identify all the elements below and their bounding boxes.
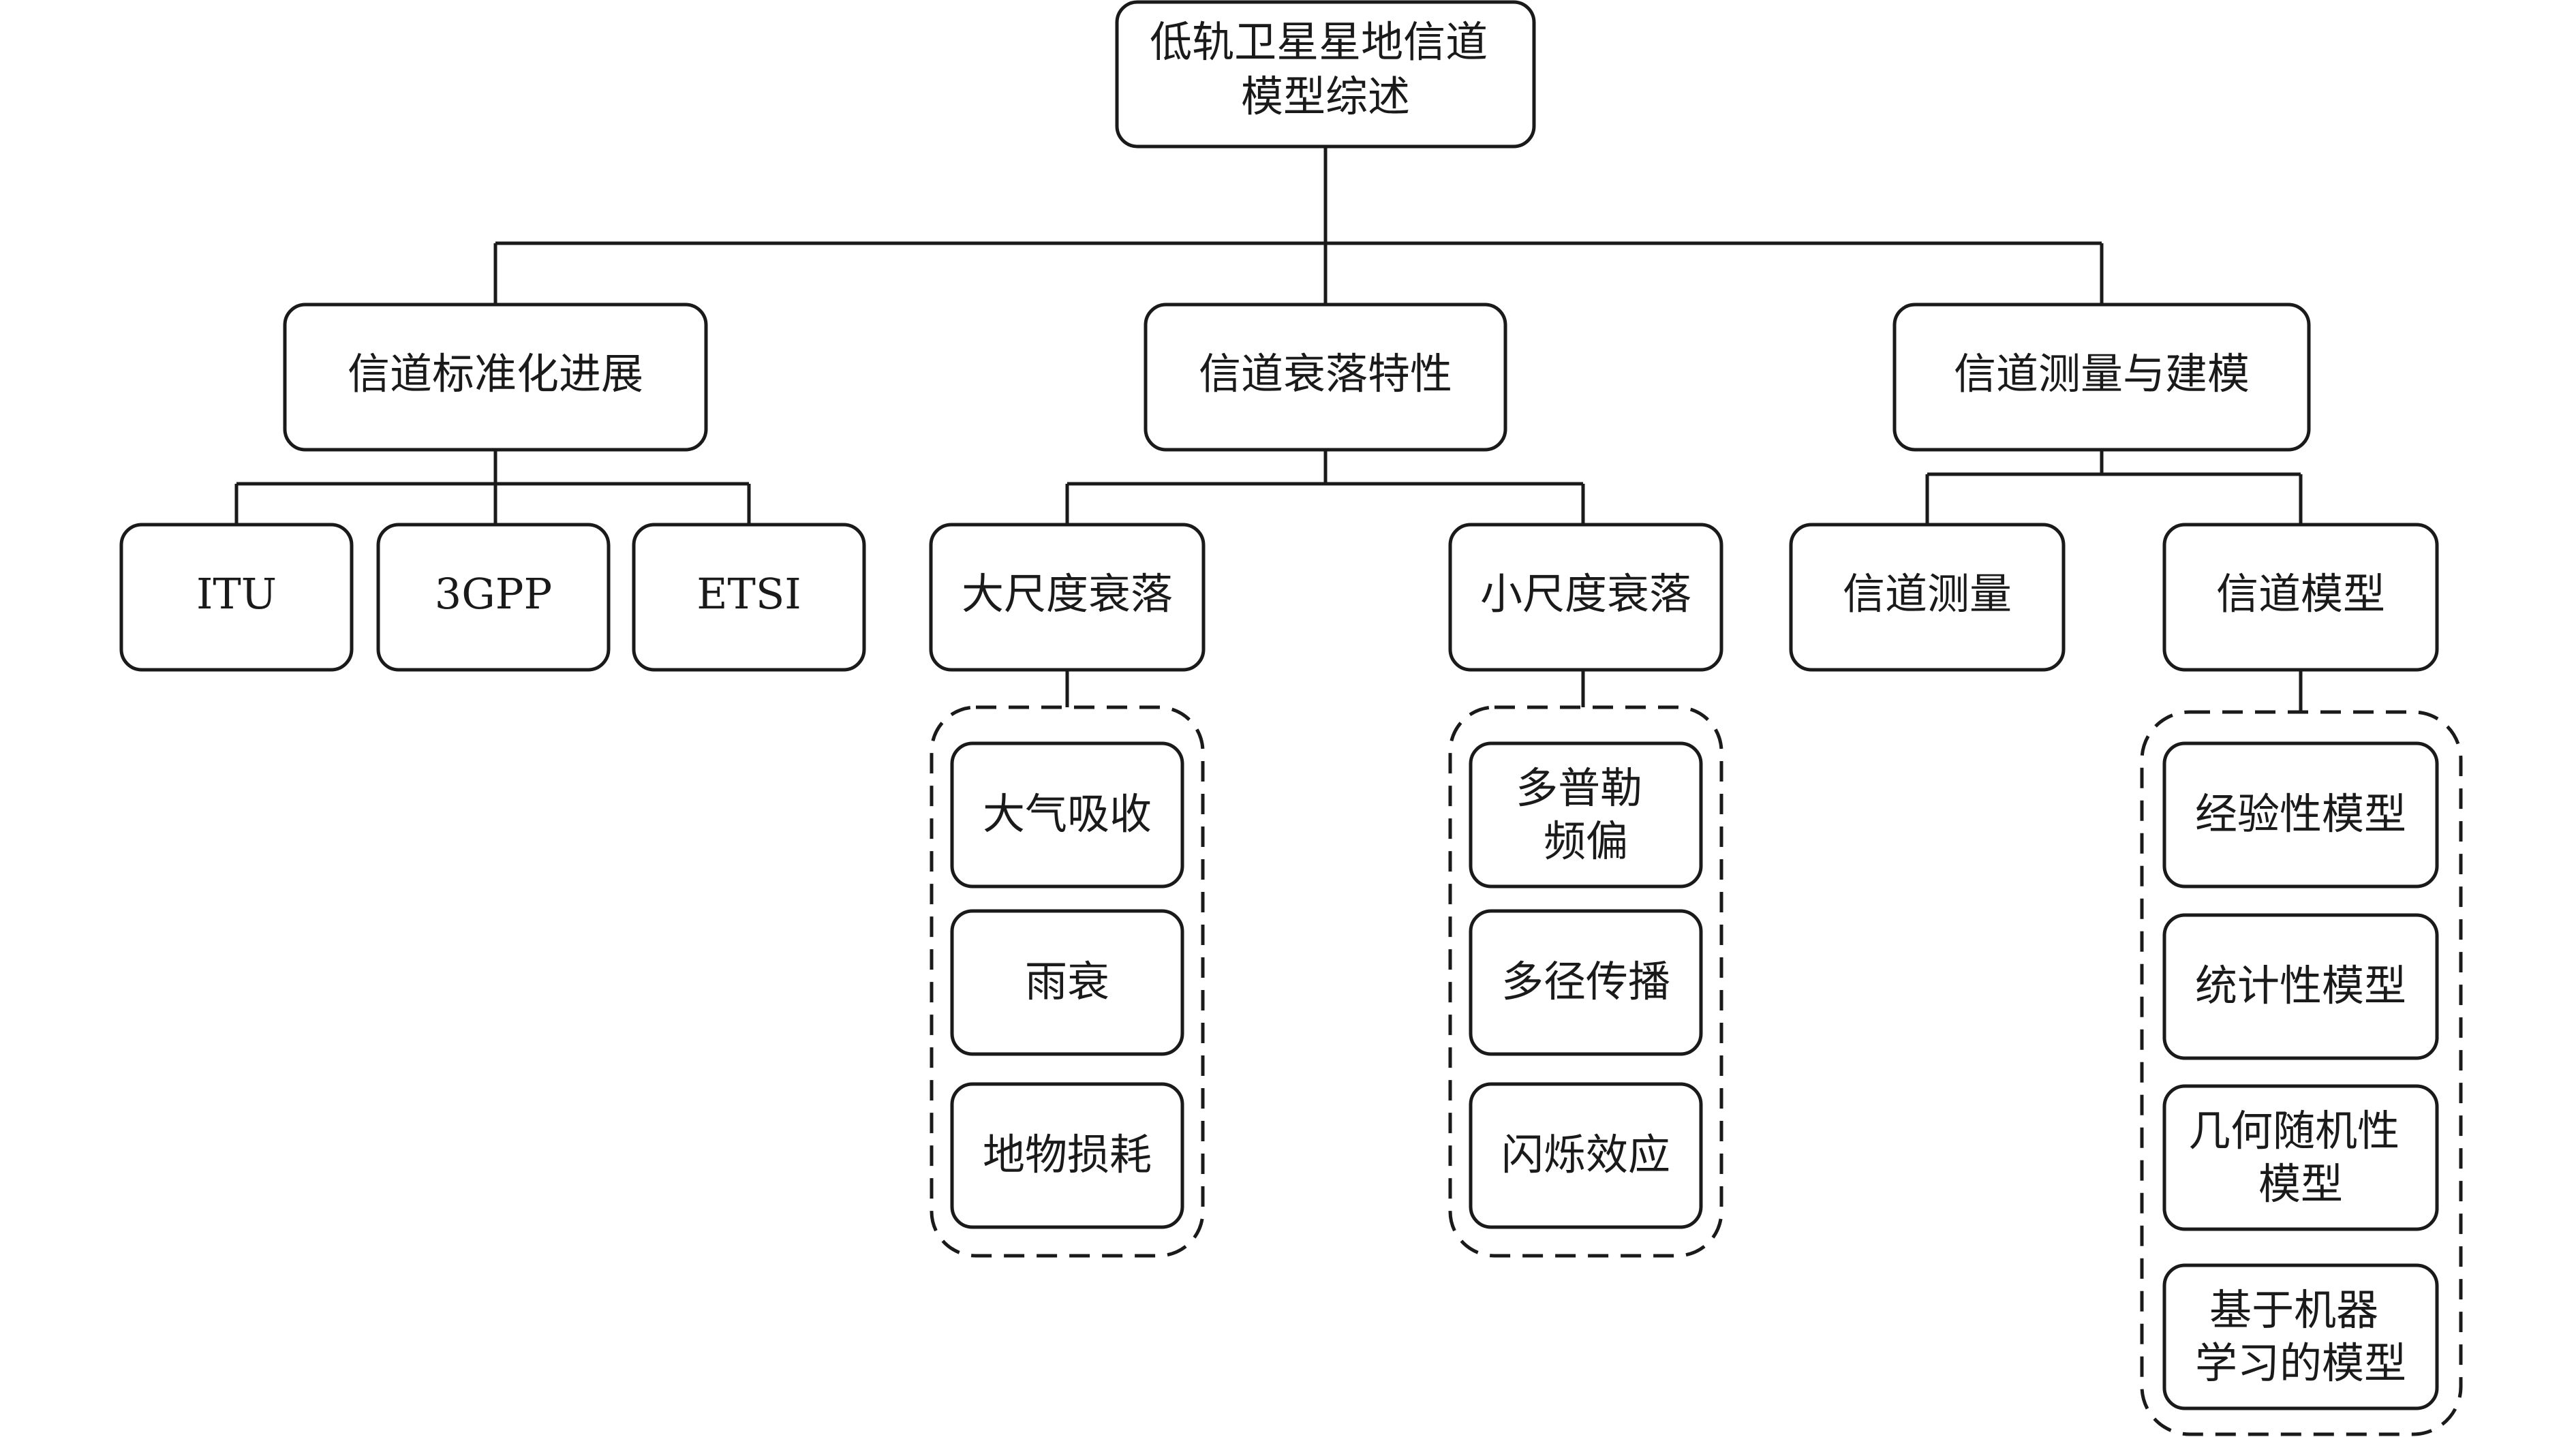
item-node-ml: 基于机器 学习的模型 (2162, 1263, 2439, 1410)
item-label-geometric-line-2: 模型 (2258, 1159, 2343, 1209)
item-label-atmospheric: 大气吸收 (983, 789, 1152, 839)
leaf-label-itu: ITU (196, 569, 277, 619)
item-label-geometric-line-1: 几何随机性 (2188, 1106, 2399, 1156)
item-node-terrain: 地物损耗 (950, 1082, 1184, 1229)
leaf-label-3gpp: 3GPP (435, 569, 552, 619)
branch-node-fading: 信道衰落特性 (1144, 303, 1507, 452)
root-node: 低轨卫星星地信道 模型综述 (1115, 0, 1536, 149)
root-node-label-line-1: 低轨卫星星地信道 (1150, 17, 1488, 67)
sub-node-measurement: 信道测量 (1789, 523, 2066, 672)
leaf-node-3gpp: 3GPP (376, 523, 611, 672)
sub-node-large-scale: 大尺度衰落 (929, 523, 1206, 672)
item-node-multipath: 多径传播 (1469, 909, 1703, 1056)
sub-label-models: 信道模型 (2216, 569, 2385, 619)
measurement-modeling-connector (1925, 450, 2303, 525)
svg-text:多普勒 频偏: 多普勒 频偏 (1516, 763, 1656, 866)
item-label-doppler-line-2: 频偏 (1544, 816, 1628, 866)
item-node-scintillation: 闪烁效应 (1469, 1082, 1703, 1229)
item-node-rain: 雨衰 (950, 909, 1184, 1056)
item-label-ml-line-1: 基于机器 (2209, 1285, 2378, 1335)
item-label-rain: 雨衰 (1025, 957, 1109, 1006)
item-label-doppler-line-1: 多普勒 (1516, 763, 1642, 813)
item-label-empirical: 经验性模型 (2195, 789, 2406, 839)
models-group-frame (2140, 710, 2463, 1436)
item-label-statistical: 统计性模型 (2195, 961, 2406, 1010)
item-node-doppler: 多普勒 频偏 (1469, 741, 1703, 889)
item-label-scintillation: 闪烁效应 (1501, 1130, 1670, 1179)
sub-node-small-scale: 小尺度衰落 (1448, 523, 1723, 672)
leaf-node-etsi: ETSI (632, 523, 866, 672)
leaf-node-itu: ITU (119, 523, 354, 672)
tree-nodes: 低轨卫星星地信道 模型综述 信道标准化进展 信道衰落特性 信道测量与建模 ITU… (119, 0, 2439, 1410)
sub-label-small-scale: 小尺度衰落 (1480, 569, 1691, 619)
item-node-statistical: 统计性模型 (2162, 913, 2439, 1060)
item-node-empirical: 经验性模型 (2162, 741, 2439, 889)
item-label-ml-line-2: 学习的模型 (2195, 1338, 2406, 1388)
branch-label-measurement-modeling: 信道测量与建模 (1954, 349, 2250, 399)
branch-label-standards: 信道标准化进展 (348, 349, 643, 399)
branch-node-standards: 信道标准化进展 (283, 303, 708, 452)
sub-label-large-scale: 大尺度衰落 (962, 569, 1173, 619)
root-node-label-line-2: 模型综述 (1241, 72, 1410, 121)
item-node-atmospheric: 大气吸收 (950, 741, 1184, 889)
leaf-label-etsi: ETSI (696, 569, 801, 619)
svg-text:基于机器 学习的模型: 基于机器 学习的模型 (2195, 1285, 2406, 1388)
svg-text:几何随机性 模型: 几何随机性 模型 (2188, 1106, 2413, 1209)
item-label-terrain: 地物损耗 (983, 1130, 1152, 1179)
item-label-multipath: 多径传播 (1501, 957, 1670, 1006)
fading-connector (1065, 450, 1585, 525)
branch-node-measurement-modeling: 信道测量与建模 (1892, 303, 2311, 452)
standards-connector (234, 450, 751, 525)
sub-node-models: 信道模型 (2162, 523, 2439, 672)
item-node-geometric: 几何随机性 模型 (2162, 1084, 2439, 1231)
root-connector (493, 146, 2104, 305)
branch-label-fading: 信道衰落特性 (1199, 349, 1452, 399)
connector-lines (234, 146, 2303, 712)
sub-label-measurement: 信道测量 (1843, 569, 2012, 619)
svg-text:低轨卫星星地信道 模型综述: 低轨卫星星地信道 模型综述 (1150, 17, 1501, 121)
